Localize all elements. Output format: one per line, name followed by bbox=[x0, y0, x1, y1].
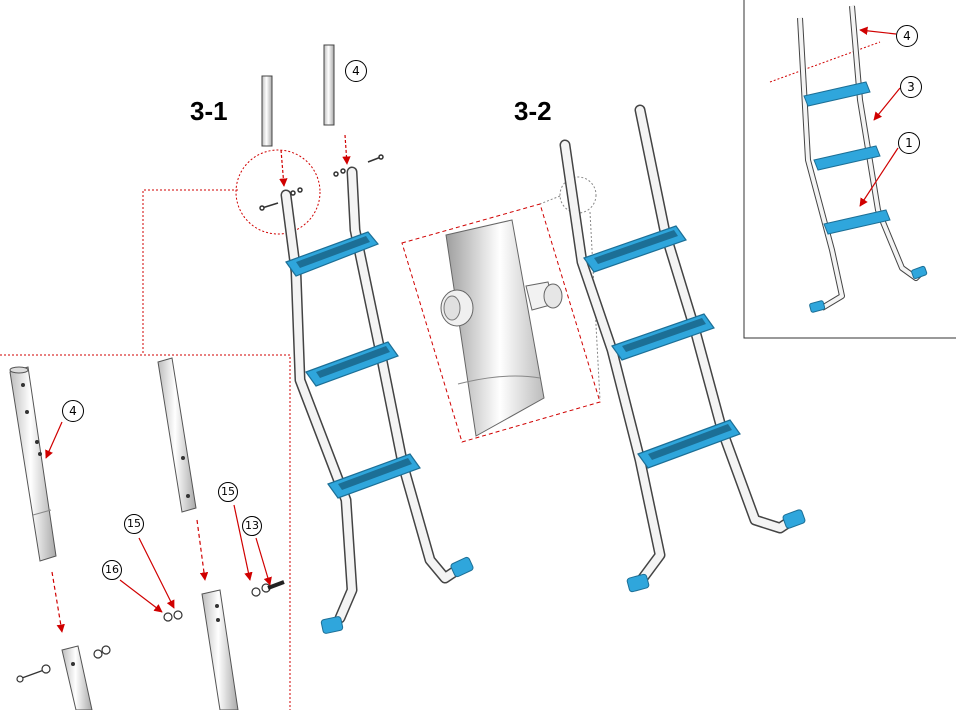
callout-part-4-detail: 4 bbox=[62, 400, 84, 422]
callout-part-3-overview: 3 bbox=[900, 76, 922, 98]
callout-part-15-nut-side: 15 bbox=[124, 514, 144, 534]
hardware-detail-inset bbox=[9, 357, 285, 711]
callout-part-16: 16 bbox=[102, 560, 122, 580]
step-tread bbox=[305, 341, 399, 387]
step-label-3-1: 3-1 bbox=[190, 96, 228, 126]
ladder-step-3-1 bbox=[259, 44, 474, 634]
step-label-3-2: 3-2 bbox=[514, 96, 552, 126]
ladder-step-3-2 bbox=[559, 104, 806, 593]
overview-inset bbox=[743, 0, 956, 339]
callout-part-13: 13 bbox=[242, 516, 262, 536]
zoom-circle-3-1 bbox=[235, 149, 321, 235]
callout-part-15-bolt-side: 15 bbox=[218, 482, 238, 502]
step-tread bbox=[583, 225, 687, 273]
step-tread bbox=[611, 313, 715, 361]
callout-part-4-main: 4 bbox=[345, 60, 367, 82]
connector-closeup-3-2 bbox=[401, 203, 601, 443]
step-tread bbox=[285, 231, 379, 277]
step-tread bbox=[327, 453, 421, 499]
callout-part-1-overview: 1 bbox=[898, 132, 920, 154]
step-tread bbox=[637, 419, 741, 469]
callout-part-4-overview: 4 bbox=[896, 25, 918, 47]
